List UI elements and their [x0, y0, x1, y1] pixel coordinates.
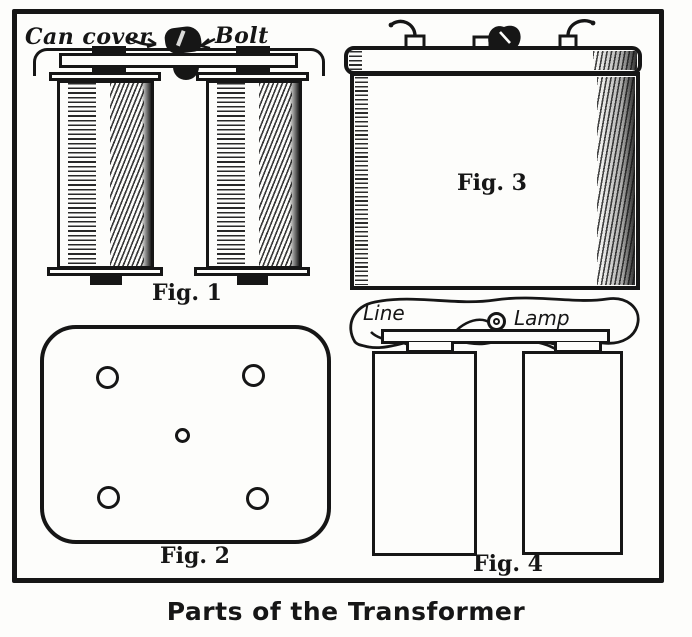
mounting-hole	[246, 487, 269, 510]
coil-shadow-edge	[141, 83, 151, 266]
fig4-foot	[554, 342, 602, 353]
coil-top-flange	[49, 72, 161, 81]
terminal-hook-left-icon	[391, 21, 415, 36]
bolt-arrowhead-icon	[201, 39, 210, 48]
lamp-label: Lamp	[514, 306, 570, 330]
fig4-caption: Fig. 4	[473, 551, 543, 577]
fig2-caption: Fig. 2	[160, 543, 230, 569]
coil-hatch-diagonal	[258, 83, 292, 266]
can-hatch-left	[355, 77, 368, 285]
can-body	[350, 72, 640, 290]
coil-hatch-horizontal	[68, 83, 97, 266]
bolt-washer	[173, 66, 199, 80]
fig3-caption: Fig. 3	[457, 170, 527, 196]
terminal-hook-right-icon	[568, 21, 593, 36]
coil-shadow-edge	[290, 83, 299, 266]
lamp-icon	[487, 312, 506, 331]
cover-pad	[92, 46, 126, 54]
cover-pad	[92, 66, 126, 76]
outer-border	[12, 9, 664, 583]
fig4-foot	[406, 342, 454, 353]
can-cover-arrowhead-icon	[147, 39, 156, 47]
coil-bottom-flange	[194, 267, 310, 276]
can-hatch-left	[349, 51, 362, 70]
coil-terminal-tab	[90, 276, 122, 285]
coil-hatch-diagonal	[110, 83, 144, 266]
coil-hatch-horizontal	[217, 83, 245, 266]
wing-nut-highlight	[500, 32, 510, 43]
fig4-coil-left	[372, 351, 477, 556]
can-cover-label: Can cover	[25, 24, 152, 50]
mounting-hole	[242, 364, 265, 387]
fig1-coil-right	[206, 80, 302, 269]
bolt-label: Bolt	[215, 23, 269, 49]
page-title: Parts of the Transformer	[166, 597, 526, 626]
terminal-hook-left-tip	[388, 22, 394, 28]
cover-pad	[236, 46, 270, 54]
mounting-hole	[96, 366, 119, 389]
can-hatch-right	[593, 51, 637, 70]
coil-bottom-flange	[47, 267, 163, 276]
can-hatch-right	[597, 77, 635, 285]
annotation-arrows	[118, 28, 228, 54]
mounting-hole	[97, 486, 120, 509]
cover-pad	[236, 66, 270, 76]
coil-top-flange	[196, 72, 309, 81]
fig1-caption: Fig. 1	[152, 280, 222, 306]
line-label: Line	[363, 301, 405, 325]
coil-terminal-tab	[237, 276, 268, 285]
lamp-filament	[493, 318, 500, 325]
terminal-hook-right-tip	[590, 20, 596, 26]
center-hole	[175, 428, 190, 443]
fig1-coil-left	[57, 80, 154, 269]
fig4-coil-right	[522, 351, 623, 555]
can-lid	[344, 46, 642, 75]
